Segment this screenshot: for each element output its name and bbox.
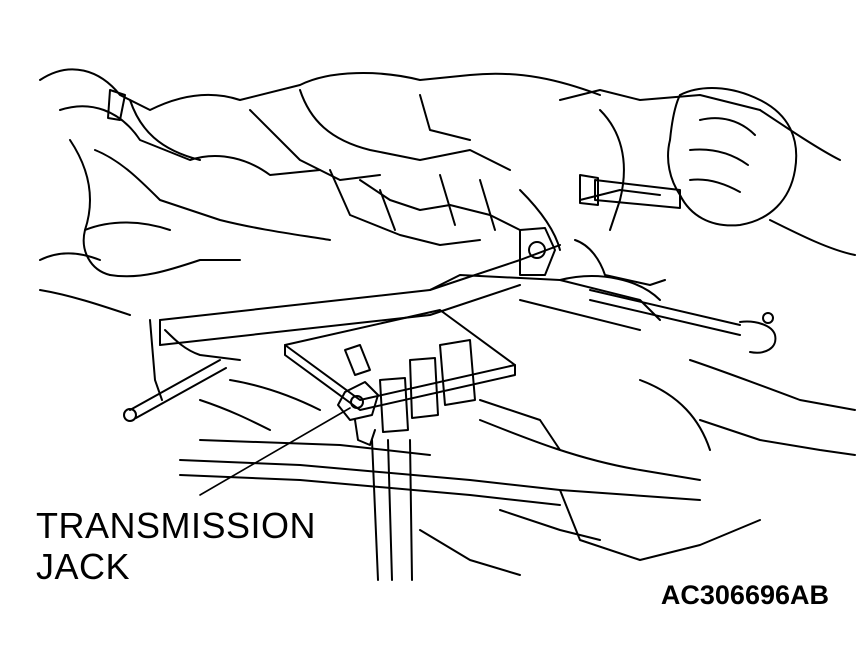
crossmember-bracket <box>159 227 661 361</box>
jack-saddle-plate <box>284 309 516 433</box>
jack-post <box>371 439 413 581</box>
left-hand-drawing <box>39 89 241 316</box>
callout-line-2: JACK <box>36 546 131 588</box>
right-hand-drawing <box>579 87 856 256</box>
lower-subframe <box>179 359 856 576</box>
figure-id-label: AC306696AB <box>660 580 829 610</box>
callout-line-1: TRANSMISSION <box>36 505 317 546</box>
transmission-jack-callout-label: TRANSMISSION JACK <box>36 505 316 588</box>
engine-block-outline <box>39 68 761 251</box>
jack-adjust-knob <box>337 381 379 446</box>
stabilizer-link-right <box>574 239 777 354</box>
stabilizer-link-left <box>123 319 227 422</box>
callout-leader-line <box>199 407 351 496</box>
